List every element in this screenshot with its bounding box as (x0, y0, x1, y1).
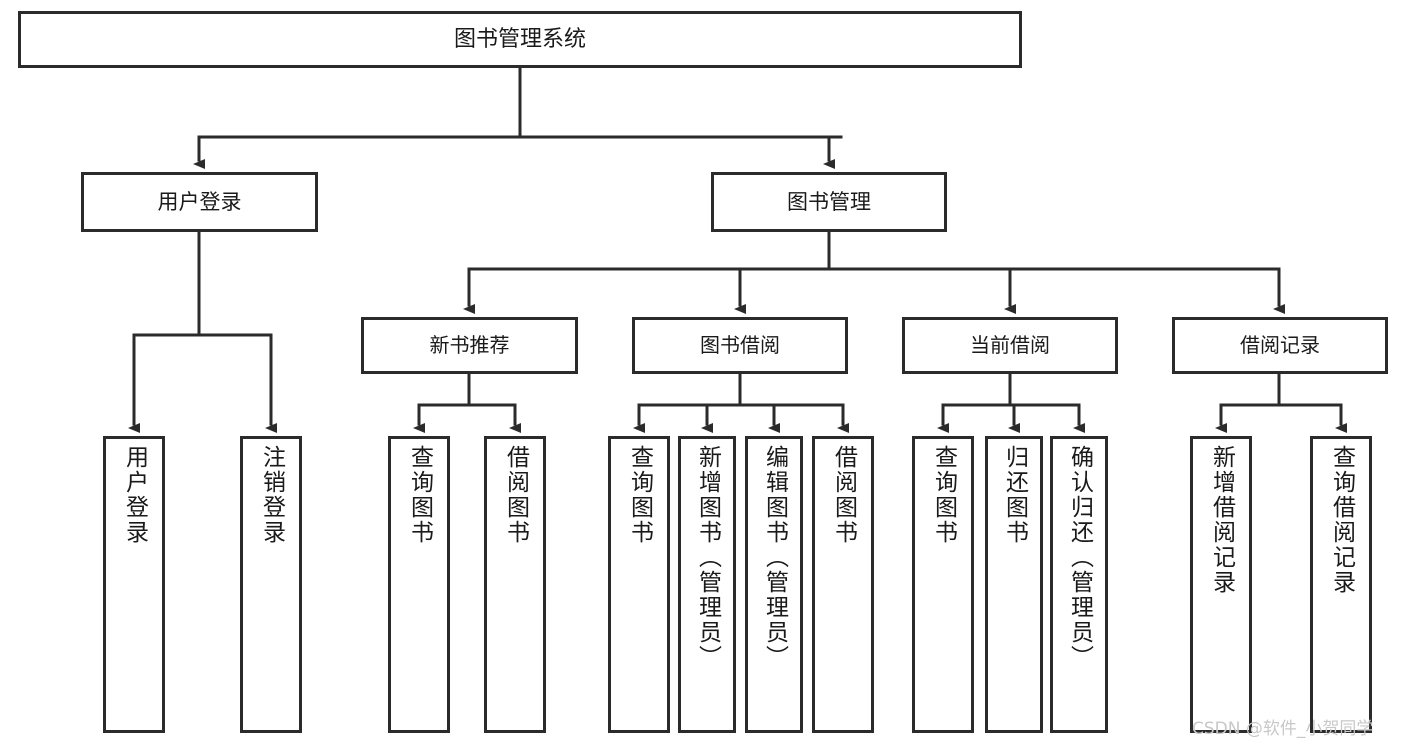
node-leaf-return-book-label: 归还图书 (1001, 445, 1028, 545)
node-leaf-query-book-3[interactable]: 查询图书 (912, 436, 974, 733)
node-leaf-borrow-book-1[interactable]: 借阅图书 (484, 436, 546, 733)
node-leaf-query-book-2-label: 查询图书 (626, 445, 653, 545)
node-leaf-return-book[interactable]: 归还图书 (985, 436, 1043, 733)
node-leaf-add-book-label: 新增图书（管理员） (694, 445, 721, 670)
node-leaf-query-book-2[interactable]: 查询图书 (608, 436, 670, 733)
node-new-book-recommend-label: 新书推荐 (429, 332, 510, 357)
node-leaf-logout-label: 注销登录 (258, 445, 285, 545)
node-leaf-user-login-label: 用户登录 (121, 445, 148, 545)
node-root[interactable]: 图书管理系统 (18, 11, 1022, 68)
node-book-manage[interactable]: 图书管理 (711, 172, 947, 232)
node-leaf-add-record-label: 新增借阅记录 (1208, 445, 1235, 595)
watermark-text: CSDN @软件_小贺同学 (1192, 719, 1374, 739)
node-book-borrow[interactable]: 图书借阅 (632, 317, 848, 374)
node-leaf-query-book-1-label: 查询图书 (406, 445, 433, 545)
node-new-book-recommend[interactable]: 新书推荐 (361, 317, 578, 374)
node-user-login[interactable]: 用户登录 (81, 172, 318, 232)
node-leaf-borrow-book-2-label: 借阅图书 (830, 445, 857, 545)
node-leaf-confirm-return-label: 确认归还（管理员） (1066, 445, 1093, 670)
node-leaf-query-record[interactable]: 查询借阅记录 (1310, 436, 1372, 733)
node-leaf-confirm-return[interactable]: 确认归还（管理员） (1050, 436, 1108, 733)
node-user-login-label: 用户登录 (157, 189, 242, 214)
node-borrow-record-label: 借阅记录 (1240, 332, 1320, 357)
node-borrow-record[interactable]: 借阅记录 (1172, 317, 1388, 374)
node-leaf-query-record-label: 查询借阅记录 (1328, 445, 1355, 595)
node-book-borrow-label: 图书借阅 (700, 332, 780, 357)
node-leaf-add-book[interactable]: 新增图书（管理员） (678, 436, 736, 733)
node-book-manage-label: 图书管理 (787, 189, 871, 214)
node-leaf-user-login[interactable]: 用户登录 (103, 436, 165, 733)
node-current-borrow-label: 当前借阅 (970, 332, 1050, 357)
node-leaf-borrow-book-1-label: 借阅图书 (502, 445, 529, 545)
node-root-label: 图书管理系统 (453, 26, 586, 52)
node-leaf-edit-book-label: 编辑图书（管理员） (761, 445, 788, 670)
node-leaf-logout[interactable]: 注销登录 (240, 436, 302, 733)
node-leaf-add-record[interactable]: 新增借阅记录 (1190, 436, 1252, 733)
node-leaf-query-book-3-label: 查询图书 (930, 445, 957, 545)
node-current-borrow[interactable]: 当前借阅 (902, 317, 1118, 374)
node-leaf-edit-book[interactable]: 编辑图书（管理员） (745, 436, 803, 733)
node-leaf-borrow-book-2[interactable]: 借阅图书 (812, 436, 874, 733)
node-leaf-query-book-1[interactable]: 查询图书 (388, 436, 450, 733)
